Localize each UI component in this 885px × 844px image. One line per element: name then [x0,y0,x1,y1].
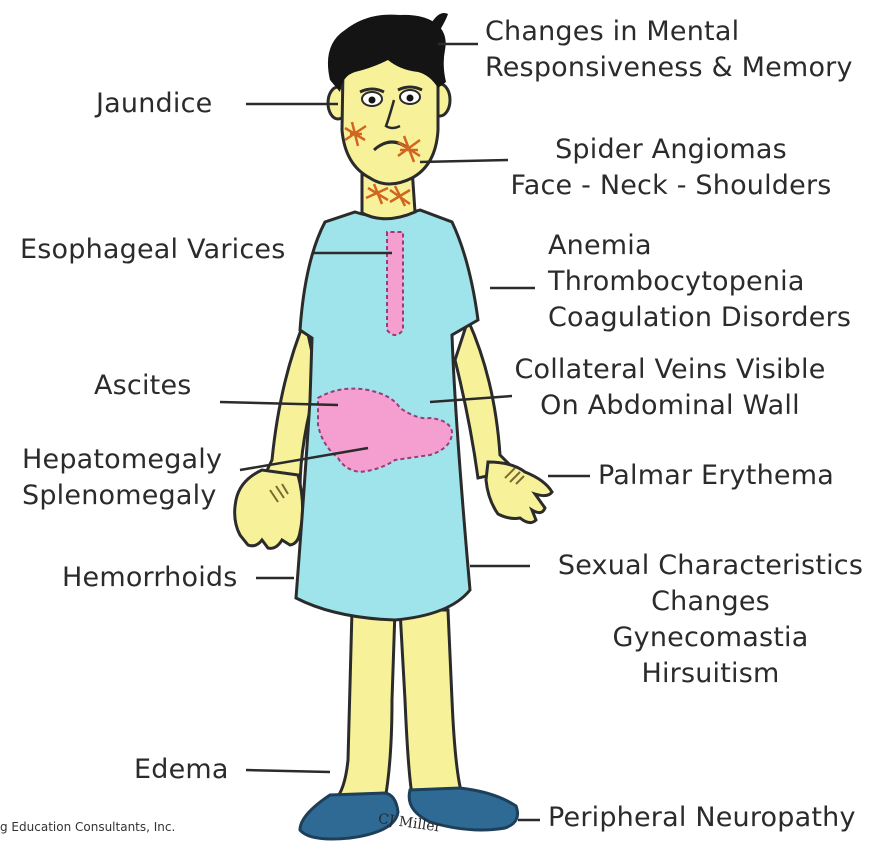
label-esophageal-varices: Esophageal Varices [20,232,285,268]
label-spider-angiomas: Spider Angiomas Face - Neck - Shoulders [486,132,856,204]
label-collateral-veins: Collateral Veins Visible On Abdominal Wa… [505,352,835,424]
label-mental-line-2: Responsiveness & Memory [485,50,853,86]
label-sexual-line-1: Sexual Characteristics [538,548,883,584]
right-leg [400,610,462,795]
label-peripheral-neuropathy: Peripheral Neuropathy [548,800,856,836]
label-hepatomegaly: Hepatomegaly [22,442,222,478]
esophagus-varices [387,232,403,335]
label-jaundice: Jaundice [96,86,212,122]
label-sexual-line-2: Changes [538,584,883,620]
label-mental-changes: Changes in Mental Responsiveness & Memor… [485,14,853,86]
label-gynecomastia: Gynecomastia [538,620,883,656]
copyright-credit: g Education Consultants, Inc. [0,820,175,834]
label-splenomegaly: Splenomegaly [22,478,222,514]
label-anemia: Anemia [548,228,851,264]
label-ascites: Ascites [94,368,192,404]
right-hand [486,462,552,523]
label-spider-line-1: Spider Angiomas [486,132,856,168]
label-hepato-splenomegaly: Hepatomegaly Splenomegaly [22,442,222,514]
label-hemorrhoids: Hemorrhoids [62,560,238,596]
label-collateral-line-1: Collateral Veins Visible [505,352,835,388]
label-hirsuitism: Hirsuitism [538,656,883,692]
label-palmar-erythema: Palmar Erythema [598,458,834,494]
label-sexual-changes: Sexual Characteristics Changes Gynecomas… [538,548,883,692]
label-collateral-line-2: On Abdominal Wall [505,388,835,424]
label-thrombocytopenia: Thrombocytopenia [548,264,851,300]
label-edema: Edema [134,752,229,788]
left-hand [235,470,303,548]
left-leg [335,610,395,800]
label-spider-line-2: Face - Neck - Shoulders [486,168,856,204]
label-blood-disorders: Anemia Thrombocytopenia Coagulation Diso… [548,228,851,336]
label-coagulation: Coagulation Disorders [548,300,851,336]
label-mental-line-1: Changes in Mental [485,14,853,50]
